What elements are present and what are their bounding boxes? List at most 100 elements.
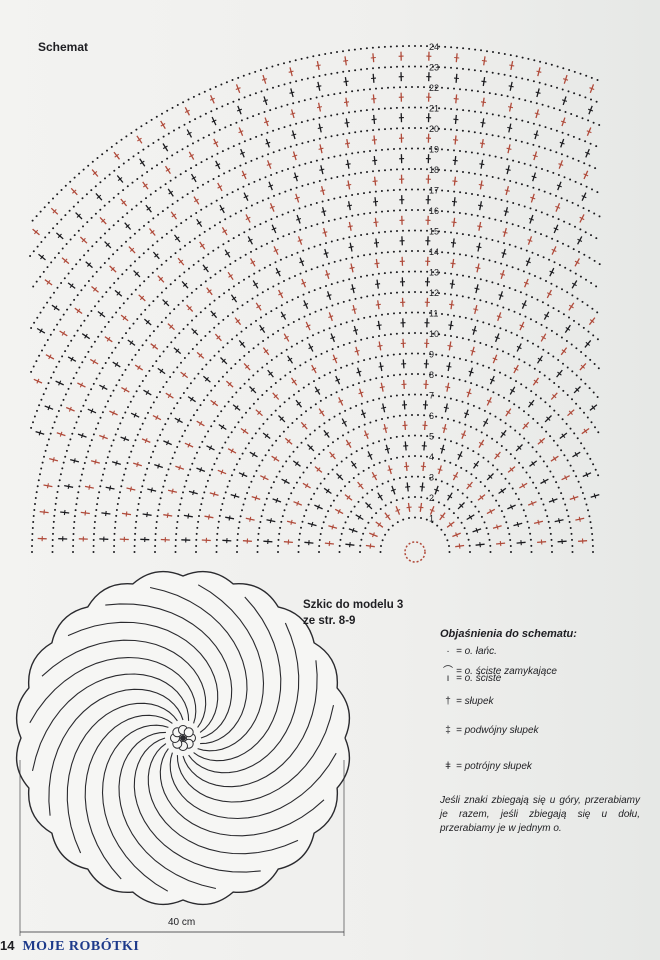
chain-dot <box>353 48 356 51</box>
chain-dot <box>528 364 531 367</box>
chain-dot <box>366 171 368 173</box>
chain-dot <box>464 380 467 383</box>
stitch-crossbar <box>100 218 106 223</box>
chain-dot <box>248 407 251 410</box>
chain-dot <box>481 386 484 389</box>
chain-dot <box>455 442 458 445</box>
chain-dot <box>360 402 363 405</box>
chain-dot <box>155 396 158 399</box>
stitch-crossbar <box>477 225 483 228</box>
stitch-crossbar <box>351 308 357 311</box>
stitch-crossbar <box>166 512 169 518</box>
chain-dot <box>407 434 410 437</box>
stitch-crossbar <box>48 354 52 360</box>
chain-dot <box>575 347 578 350</box>
chain-dot <box>389 437 392 439</box>
chain-dot <box>362 469 365 472</box>
chain-dot <box>234 363 237 365</box>
chain-dot <box>118 306 121 309</box>
chain-dot <box>138 497 141 499</box>
chain-dot <box>369 150 371 152</box>
stitch-crossbar <box>194 198 199 203</box>
chain-dot <box>71 267 74 270</box>
chain-dot <box>152 217 155 220</box>
stitch-crossbar <box>356 370 362 374</box>
chain-dot <box>84 356 87 358</box>
chain-dot <box>174 279 177 282</box>
chain-dot <box>549 149 552 152</box>
chain-dot <box>520 383 523 386</box>
chain-dot <box>570 343 573 346</box>
chain-dot <box>338 544 341 547</box>
chain-dot <box>405 86 407 89</box>
chain-dot <box>155 521 158 523</box>
chain-dot <box>266 88 269 91</box>
stitch-crossbar <box>528 401 534 406</box>
stitch-crossbar <box>290 519 293 525</box>
chain-dot <box>83 254 86 257</box>
stitch-crossbar <box>142 183 148 188</box>
chain-dot <box>435 189 438 192</box>
chain-dot <box>47 201 50 204</box>
chain-dot <box>72 539 75 541</box>
chain-dot <box>426 291 428 294</box>
chain-dot <box>331 304 334 307</box>
chain-dot <box>159 391 161 393</box>
chain-dot <box>300 441 303 444</box>
chain-dot <box>352 384 355 387</box>
chain-dot <box>360 171 362 174</box>
chain-dot <box>565 340 568 342</box>
chain-dot <box>340 366 343 369</box>
chain-dot <box>189 468 192 471</box>
chain-dot <box>61 467 64 470</box>
chain-dot <box>453 190 456 193</box>
chain-dot <box>443 504 446 507</box>
chain-dot <box>518 461 521 464</box>
chain-dot <box>521 119 524 122</box>
chain-dot <box>242 74 245 77</box>
stitch-crossbar <box>169 324 174 329</box>
spiral-arm <box>133 737 261 873</box>
chain-dot <box>381 539 384 542</box>
chain-dot <box>476 214 479 217</box>
chain-dot <box>414 516 416 519</box>
spiral-arm <box>48 688 184 816</box>
chain-dot <box>31 527 34 529</box>
chain-dot <box>357 473 360 476</box>
stitch-crossbar <box>262 99 268 102</box>
chain-dot <box>213 224 216 227</box>
stitch-crossbar <box>233 493 237 499</box>
chain-dot <box>127 363 130 366</box>
chain-dot <box>197 260 200 263</box>
chain-dot <box>490 345 493 348</box>
stitch-crossbar <box>496 524 499 530</box>
chain-dot <box>592 463 595 466</box>
chain-dot <box>154 545 157 547</box>
chain-dot <box>547 304 550 307</box>
stitch-crossbar <box>158 276 164 282</box>
stitch-crossbar <box>174 236 180 241</box>
chain-dot <box>165 474 168 477</box>
stitch-crossbar <box>187 442 191 448</box>
chain-dot <box>220 83 223 86</box>
chain-dot <box>200 339 203 342</box>
chain-dot <box>342 300 345 303</box>
chain-dot <box>408 168 410 170</box>
chain-dot <box>339 196 342 199</box>
chain-dot <box>162 386 165 388</box>
legend-heading: Objaśnienia do schematu: <box>440 628 577 640</box>
chain-dot <box>420 496 423 499</box>
chain-dot <box>162 135 165 138</box>
chain-dot <box>200 503 203 506</box>
chain-dot <box>389 45 392 48</box>
stitch-crossbar <box>211 312 216 317</box>
stitch-crossbar <box>220 469 224 475</box>
chain-dot <box>594 167 597 170</box>
chain-dot <box>521 77 524 80</box>
chain-dot <box>465 192 467 195</box>
chain-dot <box>455 294 458 297</box>
chain-dot <box>569 464 572 467</box>
sketch-title: Szkic do modelu 3 ze str. 8-9 <box>303 597 403 629</box>
chain-dot <box>479 278 482 281</box>
chain-dot <box>299 364 302 367</box>
